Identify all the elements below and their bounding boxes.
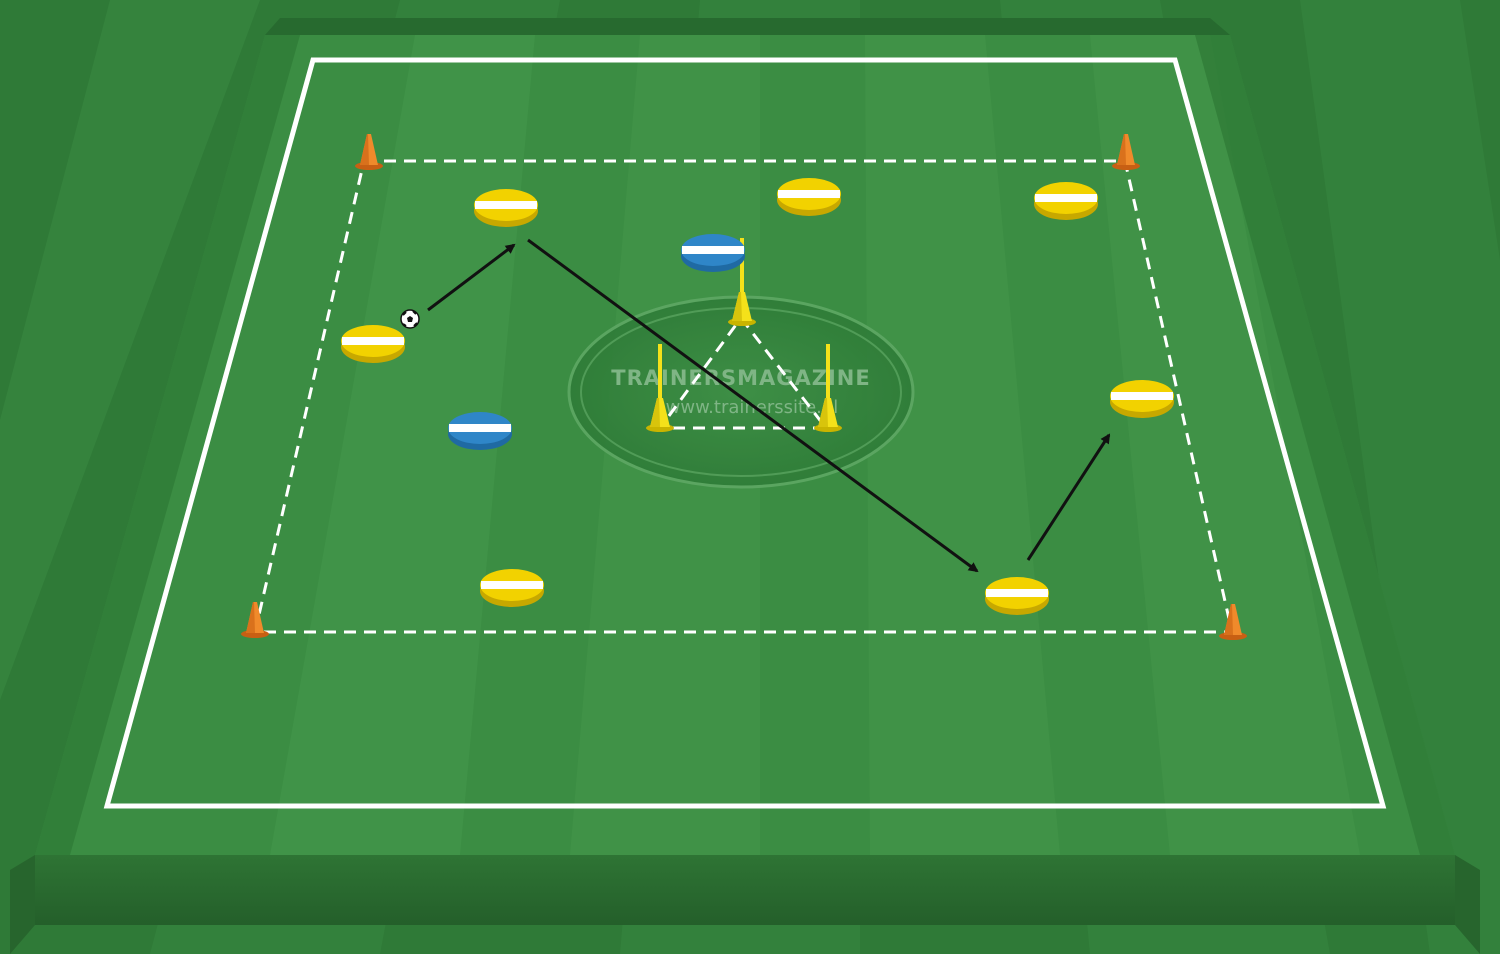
pass-arrows (427, 238, 1111, 573)
yellow-player (1034, 182, 1098, 220)
watermark-url: www.trainerssite.nl (666, 397, 839, 418)
pole-right (814, 344, 842, 432)
cone-bottom-left (241, 602, 269, 638)
pass-arrow-1 (427, 243, 516, 312)
blue-player (681, 234, 745, 272)
pitch-boundary-line (103, 57, 1387, 809)
watermark-title: TRAINERSMAGAZINE (611, 366, 870, 390)
blue-player (448, 412, 512, 450)
yellow-player (474, 189, 538, 227)
pole-goal-dashed-line (657, 315, 830, 430)
soccer-ball-icon (400, 309, 420, 329)
pass-arrow-3 (1026, 433, 1111, 561)
cone-top-left (355, 134, 383, 170)
yellow-player (985, 577, 1049, 615)
cone-top-right (1112, 134, 1140, 170)
yellow-player (341, 325, 405, 363)
pole-left (646, 344, 674, 432)
yellow-player (1110, 380, 1174, 418)
yellow-player (777, 178, 841, 216)
cone-bottom-right (1219, 604, 1247, 640)
yellow-player (480, 569, 544, 607)
pole-top (728, 238, 756, 326)
pass-arrow-2 (527, 238, 979, 573)
